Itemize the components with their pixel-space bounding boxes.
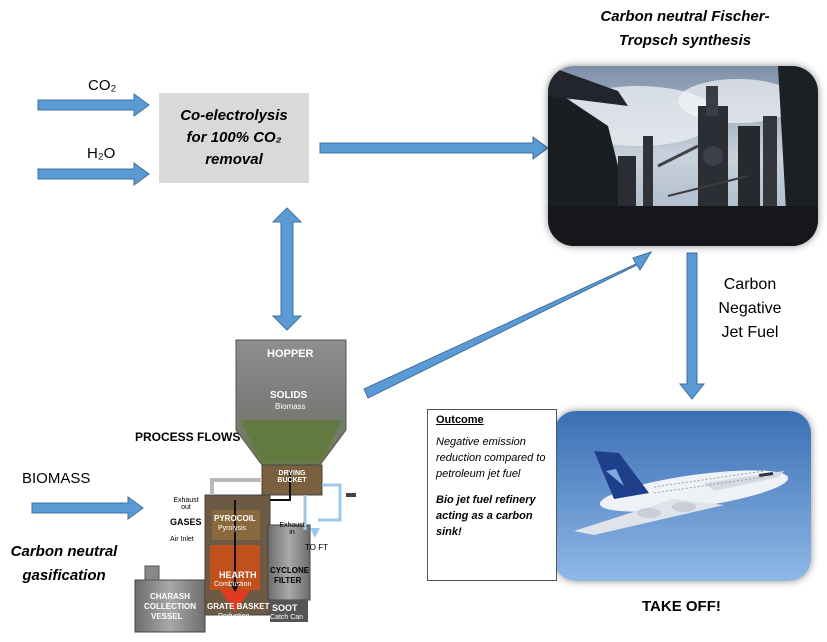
airplane-image xyxy=(554,411,811,581)
pyrolysis-label: Pyrolysis xyxy=(218,525,247,532)
solids-label: SOLIDS xyxy=(270,390,308,401)
gasification-line1: Carbon neutral xyxy=(10,543,118,560)
vessel-label: VESSEL xyxy=(151,612,183,621)
air-inlet-label: Air Inlet xyxy=(170,536,194,543)
pyrocoil-label: PYROCOIL xyxy=(214,514,256,523)
process-flows-label: PROCESS FLOWS xyxy=(135,430,241,444)
filter-label: FILTER xyxy=(274,576,302,585)
coelectrolysis-line3: removal xyxy=(205,151,263,168)
exhaust-in-label: Exhaust in xyxy=(279,522,305,536)
catch-can-label: Catch Can xyxy=(270,614,304,621)
h2o-arrow xyxy=(37,162,150,186)
co2-label: CO₂ xyxy=(88,77,117,94)
coelectrolysis-line1: Co-electrolysis xyxy=(180,107,288,124)
gasifier-to-ft-arrow xyxy=(363,251,653,399)
outcome-heading: Outcome xyxy=(436,414,484,426)
takeoff-label: TAKE OFF! xyxy=(642,598,721,615)
ft-to-jet-arrow xyxy=(678,252,706,400)
gasification-label: Carbon neutral gasification xyxy=(2,540,126,588)
gases-label: GASES xyxy=(170,517,202,527)
jet-fuel-line3: Jet Fuel xyxy=(721,324,779,341)
jet-fuel-line2: Negative xyxy=(718,300,782,317)
fischer-tropsch-line1: Carbon neutral Fischer- xyxy=(600,8,770,25)
refinery-image xyxy=(548,66,818,246)
cyclone-label: CYCLONE xyxy=(270,566,310,575)
carbon-negative-jet-fuel-label: Carbon Negative Jet Fuel xyxy=(700,273,800,345)
co2-arrow xyxy=(37,93,150,117)
outcome-box: Outcome Negative emission reduction comp… xyxy=(427,409,557,581)
refinery-photo xyxy=(548,66,818,246)
h2o-label: H₂O xyxy=(87,145,116,162)
hearth-label: HEARTH xyxy=(219,570,257,580)
fischer-tropsch-title: Carbon neutral Fischer- Tropsch synthesi… xyxy=(565,5,805,53)
outcome-text1: Negative emission reduction compared to … xyxy=(436,436,546,480)
drying-bucket-label: DRYING BUCKET xyxy=(277,470,307,484)
coel-to-ft-arrow xyxy=(319,136,549,160)
charash-collection-label: CHARASH COLLECTION xyxy=(144,592,196,611)
biomass-label: BIOMASS xyxy=(22,470,91,487)
to-ft-label: TO FT xyxy=(305,543,328,552)
combustion-label: Combustion xyxy=(214,581,252,588)
fischer-tropsch-line2: Tropsch synthesis xyxy=(618,32,752,49)
hopper-label: HOPPER xyxy=(267,348,314,360)
soot-label: SOOT xyxy=(272,603,298,613)
biomass-arrow xyxy=(31,496,144,520)
coel-gasifier-double-arrow xyxy=(271,207,303,331)
solids-biomass-label: Biomass xyxy=(275,402,306,411)
airplane-photo xyxy=(554,411,811,581)
coelectrolysis-box: Co-electrolysis for 100% CO₂ removal xyxy=(159,93,309,183)
grate-basket-label: GRATE BASKET xyxy=(207,602,270,611)
reduction-label: Reduction xyxy=(218,613,250,620)
outcome-text2: Bio jet fuel refinery acting as a carbon… xyxy=(436,494,536,538)
jet-fuel-line1: Carbon xyxy=(723,276,777,293)
exhaust-out-label: Exhaust out xyxy=(173,497,199,511)
coelectrolysis-line2: for 100% CO₂ xyxy=(186,129,282,146)
gasification-line2: gasification xyxy=(22,567,106,584)
